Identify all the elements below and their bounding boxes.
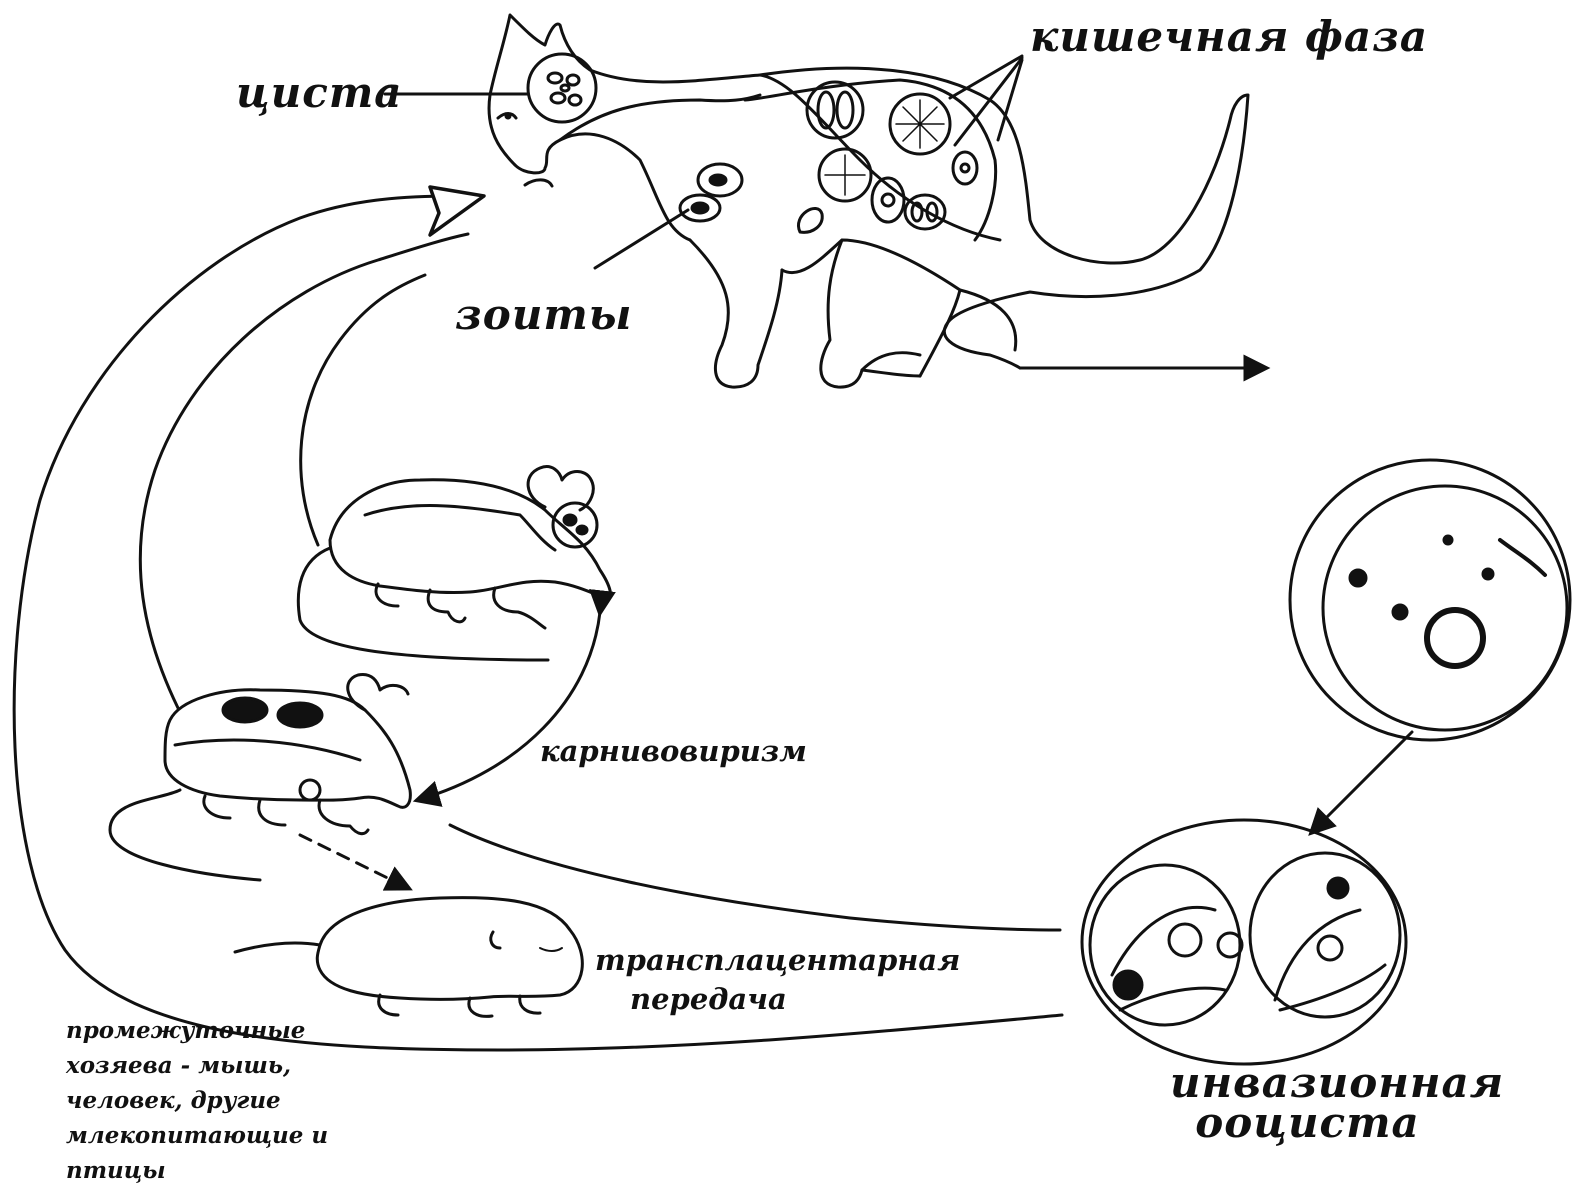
mouse-illustration-middle — [110, 674, 410, 880]
cycle-arrow-mid — [140, 234, 468, 708]
hosts-line: млекопитающие и — [66, 1118, 328, 1153]
label-transplacental-line1: трансплацентарная — [595, 943, 960, 977]
hosts-line: промежуточные — [66, 1013, 328, 1048]
unsporulated-oocyst — [1290, 460, 1570, 740]
transplacental-arrow — [300, 835, 408, 888]
carnivorism-arrow — [418, 612, 600, 800]
cycle-arrow-inner — [301, 275, 425, 545]
hosts-line: хозяева - мышь, — [66, 1048, 328, 1083]
label-oocyst-line2: ооциста — [1170, 1098, 1445, 1147]
arrowhead-outer — [430, 187, 484, 235]
sporulated-oocyst — [1082, 820, 1406, 1064]
hosts-line: птицы — [66, 1153, 328, 1188]
label-intermediate-hosts: промежуточные хозяева - мышь, человек, д… — [66, 1013, 328, 1188]
mouse-illustration-baby — [235, 898, 582, 1017]
label-carnivorism: карнивовиризм — [540, 734, 807, 768]
oocyst-to-host-line — [450, 825, 1060, 930]
hosts-line: человек, другие — [66, 1083, 328, 1118]
oocyst-sporulation-arrow — [1312, 732, 1412, 832]
label-transplacental-line2: передача — [630, 982, 787, 1016]
label-intestinal-phase: кишечная фаза — [1030, 12, 1428, 61]
label-zoites: зоиты — [455, 290, 633, 339]
label-cyst: циста — [236, 68, 403, 117]
mouse-illustration-top — [298, 467, 610, 660]
